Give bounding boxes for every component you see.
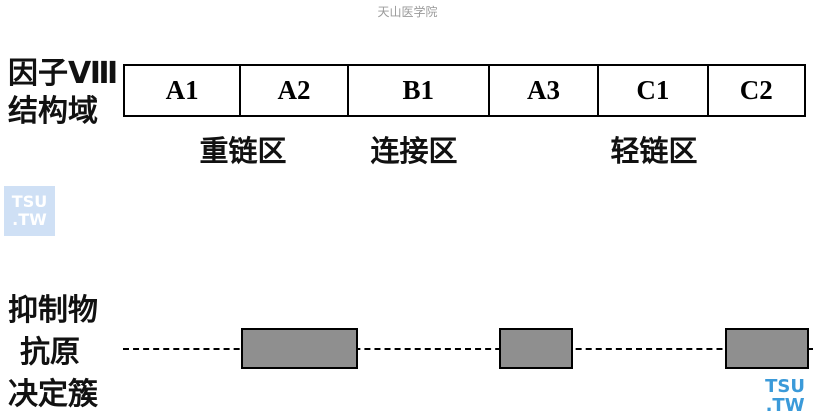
domain-a1: A1 bbox=[125, 66, 242, 115]
top-watermark: 天山医学院 bbox=[377, 5, 438, 19]
epitope-title-line-1: 抑制物 bbox=[8, 293, 98, 328]
domain-c1: C1 bbox=[599, 66, 709, 115]
epitope-title-line-2: 抗原 bbox=[20, 335, 80, 370]
badge-line-2: .TW bbox=[12, 210, 47, 229]
domain-b1: B1 bbox=[349, 66, 490, 115]
domain-a2: A2 bbox=[241, 66, 349, 115]
epitope-block-a3 bbox=[499, 328, 573, 369]
domain-a3: A3 bbox=[490, 66, 600, 115]
epitope-title-line-3: 决定簇 bbox=[8, 377, 98, 412]
epitope-block-a2 bbox=[241, 328, 358, 369]
factor-title-line-2: 结构域 bbox=[8, 94, 98, 129]
region-heavy-chain: 重链区 bbox=[199, 134, 287, 168]
factor-viii-domain-title: 因子Ⅷ 结构域 bbox=[8, 55, 118, 131]
epitope-dashed-line bbox=[123, 348, 813, 350]
region-light-chain: 轻链区 bbox=[610, 134, 698, 168]
tsu-watermark-corner: TSU .TW bbox=[765, 377, 805, 415]
corner-line-1: TSU bbox=[765, 376, 805, 397]
corner-line-2: .TW bbox=[765, 395, 805, 416]
epitope-block-c2 bbox=[725, 328, 809, 369]
domain-c2: C2 bbox=[739, 75, 773, 105]
tsu-watermark-badge: TSU .TW bbox=[4, 186, 55, 236]
badge-line-1: TSU bbox=[11, 192, 48, 211]
factor-title-line-1: 因子Ⅷ bbox=[8, 56, 119, 91]
domain-bar: A1 A2 B1 A3 C1 C2 bbox=[123, 64, 806, 117]
inhibitor-epitope-title: 抑制物 抗原 决定簇 bbox=[8, 290, 98, 416]
region-connecting: 连接区 bbox=[370, 134, 458, 168]
